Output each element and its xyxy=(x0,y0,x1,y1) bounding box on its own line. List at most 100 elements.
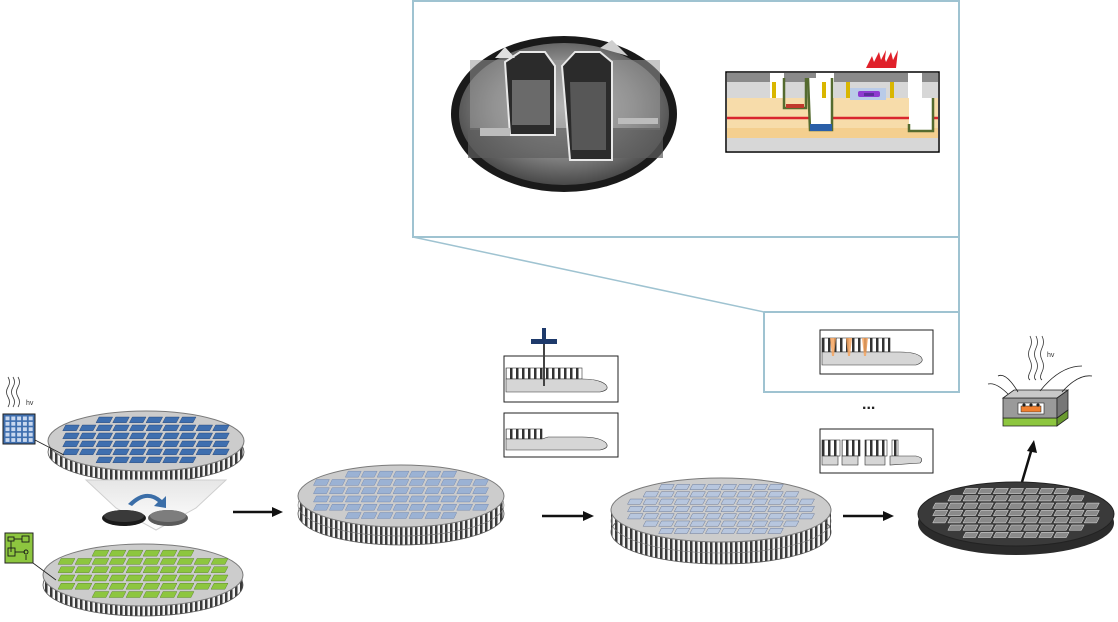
stack-die xyxy=(689,498,706,505)
sensor-pixel xyxy=(11,416,16,421)
diced-die xyxy=(1023,502,1040,509)
sensor-die xyxy=(162,456,180,463)
diced-die xyxy=(1023,532,1040,538)
diced-die xyxy=(1023,488,1040,494)
bonded-die xyxy=(360,487,378,494)
bonded-die xyxy=(456,504,473,511)
bonded-die xyxy=(440,504,458,511)
bonded-die xyxy=(408,504,426,511)
stack-die xyxy=(751,484,769,490)
sensor-die xyxy=(112,456,130,463)
diced-die xyxy=(932,510,949,516)
stack-die xyxy=(751,520,769,527)
readout-die xyxy=(91,574,110,582)
diced-die xyxy=(1023,524,1040,531)
sensor-die xyxy=(212,432,230,439)
bonded-die xyxy=(456,479,473,486)
stack-die xyxy=(673,520,691,527)
sensor-die xyxy=(145,456,163,463)
stack-die xyxy=(658,484,675,490)
sensor-die xyxy=(162,448,180,455)
readout-die xyxy=(210,583,229,590)
packaged-chip: hv xyxy=(987,335,1093,427)
stack-die xyxy=(736,506,753,512)
diced-die xyxy=(1008,502,1024,509)
arrow-right-icon-1 xyxy=(233,507,283,517)
sensor-pixel xyxy=(22,421,27,426)
stack-die xyxy=(751,506,769,512)
readout-die xyxy=(193,583,212,590)
readout-die xyxy=(74,574,93,582)
bonded-die xyxy=(408,512,426,519)
readout-die xyxy=(91,591,110,598)
sensor-die xyxy=(79,432,97,439)
bonded-die xyxy=(376,471,394,478)
diced-die xyxy=(977,502,994,509)
bonded-die xyxy=(329,504,346,511)
diced-die xyxy=(932,502,949,509)
stack-die xyxy=(720,520,737,527)
diced-die xyxy=(1008,495,1024,502)
readout-die xyxy=(176,558,195,565)
bonded-die xyxy=(376,479,394,486)
sensor-die xyxy=(95,432,114,439)
diced-die xyxy=(992,532,1009,538)
diced-die xyxy=(1068,524,1085,531)
diced-die xyxy=(1083,502,1100,509)
stack-die xyxy=(689,506,706,512)
diced-die xyxy=(992,510,1009,516)
sensor-die xyxy=(95,448,114,455)
sensor-die xyxy=(129,440,147,447)
sensor-die xyxy=(178,448,197,455)
bonded-wafer xyxy=(297,464,505,546)
sensor-die xyxy=(195,448,213,455)
stack-die xyxy=(767,520,784,527)
diced-die xyxy=(962,517,979,524)
bonded-die xyxy=(472,504,489,511)
stack-die xyxy=(720,491,737,498)
stack-die xyxy=(673,498,691,505)
readout-die xyxy=(142,574,161,582)
diced-die xyxy=(1053,524,1070,531)
sensor-die xyxy=(62,424,80,431)
bonded-die xyxy=(440,512,458,519)
sensor-pixel xyxy=(11,421,16,426)
stack-die xyxy=(705,491,722,498)
stack-die xyxy=(658,528,675,534)
stack-die xyxy=(720,528,737,534)
device-cross-section xyxy=(725,50,940,153)
stack-die xyxy=(673,484,691,490)
sensor-pixel xyxy=(22,432,27,437)
bonded-die xyxy=(472,495,489,503)
diced-die xyxy=(1053,495,1070,502)
diced-die xyxy=(1038,510,1055,516)
diced-die xyxy=(1023,495,1040,502)
sensor-die xyxy=(79,448,97,455)
diced-die xyxy=(1008,524,1024,531)
stack-die xyxy=(782,520,800,527)
sensor-die xyxy=(112,448,130,455)
readout-die xyxy=(142,583,161,590)
sensor-die xyxy=(95,440,114,447)
sensor-die xyxy=(212,424,230,431)
readout-die xyxy=(193,558,212,565)
stack-die xyxy=(642,513,660,520)
bonded-die xyxy=(344,479,362,486)
stack-die xyxy=(736,520,753,527)
sensor-die xyxy=(162,424,180,431)
diced-die xyxy=(1068,510,1085,516)
stack-die xyxy=(658,498,675,505)
readout-die-grid xyxy=(57,550,229,598)
stack-die xyxy=(736,528,753,534)
diced-die xyxy=(1023,517,1040,524)
arrow-right-icon-3 xyxy=(843,511,894,521)
bonded-die xyxy=(456,495,473,503)
bonded-die xyxy=(376,504,394,511)
stack-die xyxy=(751,513,769,520)
readout-die xyxy=(159,591,178,598)
readout-die xyxy=(74,566,93,573)
bonded-die xyxy=(344,504,362,511)
stack-die xyxy=(736,491,753,498)
readout-die xyxy=(108,591,127,598)
